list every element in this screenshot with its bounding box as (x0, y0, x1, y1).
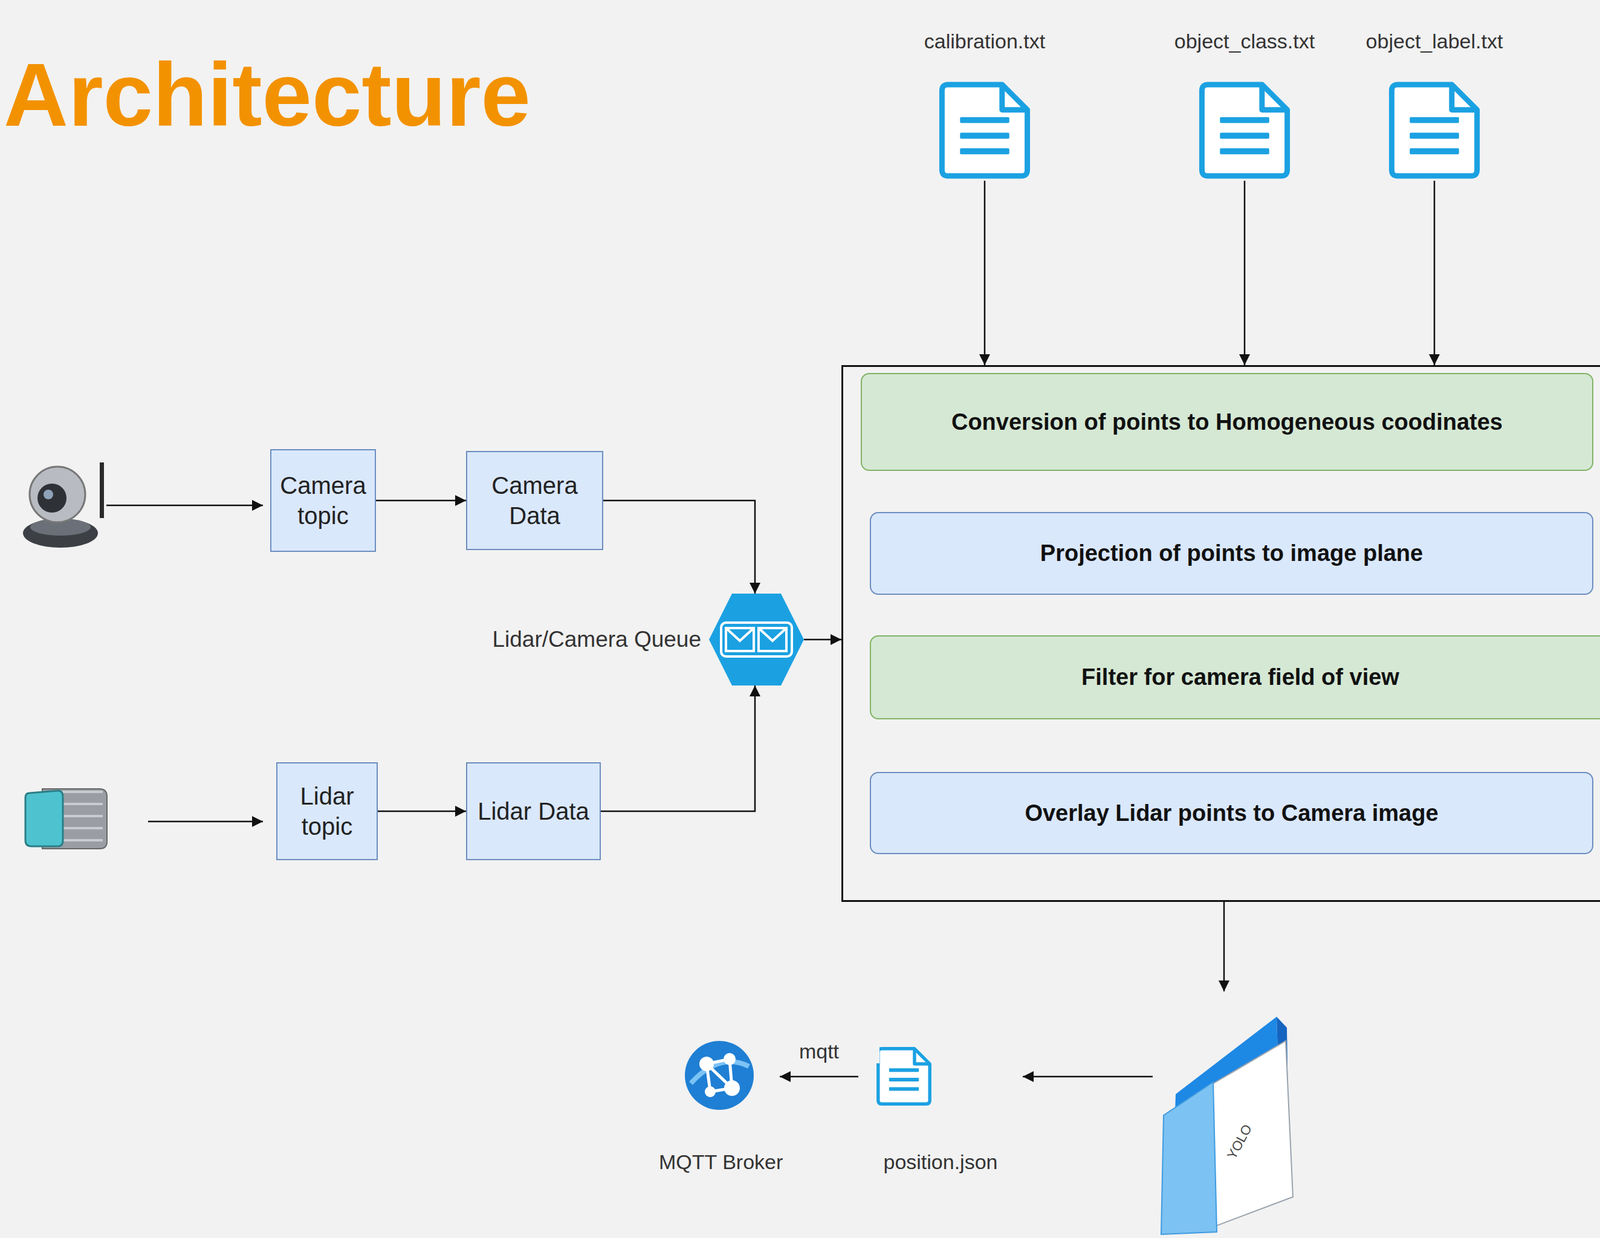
node-label: MQTT Broker (658, 1149, 780, 1174)
camera-icon (22, 462, 104, 548)
envelope (758, 628, 787, 652)
node-label: Conversion of points to Homogeneous cood… (951, 409, 1503, 436)
broker-node (723, 1052, 736, 1066)
connector (1243, 180, 1246, 366)
lidar-window (25, 790, 63, 847)
node-label: Filter for camera field of view (1081, 664, 1400, 691)
node-label: Lidar Data (477, 796, 590, 827)
broker-node (699, 1056, 714, 1072)
connector (984, 180, 986, 366)
envelope-flap (725, 628, 754, 641)
node-label: Camera topic (277, 470, 369, 531)
diagram-title: Architecture (3, 50, 531, 140)
camera-head (29, 466, 86, 523)
envelope (725, 628, 754, 652)
node-label: position.json (858, 1149, 1023, 1174)
document-line (959, 117, 1010, 124)
processing-container: Conversion of points to Homogeneous cood… (841, 365, 1600, 902)
document-line (959, 132, 1010, 139)
document-line (1219, 148, 1270, 155)
camera-lens (37, 483, 67, 513)
document-line (1409, 117, 1460, 124)
envelope-flap (758, 628, 787, 641)
queue-frame (721, 622, 792, 657)
document-line (1219, 132, 1270, 139)
document-line (959, 148, 1010, 155)
hexagon-shape (709, 593, 804, 686)
broker-disc (684, 1040, 754, 1110)
output-file: position.json (858, 1045, 1023, 1176)
lidar-ribs (60, 791, 103, 841)
data-box: Camera Data (466, 450, 604, 551)
document-line (1409, 132, 1460, 139)
connector (600, 685, 755, 812)
config-file: object_class.txt (1153, 29, 1336, 181)
document-fold (1451, 84, 1478, 111)
connector (377, 810, 467, 813)
document-fold (1262, 84, 1288, 111)
lidar-icon (25, 788, 107, 849)
connector (1433, 180, 1436, 366)
document-line (1409, 148, 1460, 155)
connector (1223, 901, 1226, 992)
queue-hexagon (709, 593, 804, 686)
process-band: Overlay Lidar points to Camera image (869, 771, 1594, 855)
data-box: Lidar Data (466, 762, 601, 861)
broker-node (724, 1080, 740, 1096)
lidar-feed-wire (148, 820, 263, 823)
document-fold (914, 1048, 930, 1064)
document-line (889, 1087, 919, 1092)
connector (603, 500, 755, 594)
document-fold (1002, 84, 1028, 111)
process-band: Projection of points to image plane (869, 511, 1594, 595)
document-outline (878, 1048, 930, 1104)
config-file: object_label.txt (1343, 29, 1526, 181)
broker-icon (683, 1039, 755, 1111)
camera-antenna (99, 462, 104, 519)
camera-lens-glint (43, 489, 54, 500)
document-line (1219, 117, 1270, 124)
node-label: Lidar topic (283, 780, 371, 842)
node-label: Overlay Lidar points to Camera image (1024, 800, 1439, 827)
node-label: Lidar/Camera Queue (468, 593, 702, 686)
topic-box: Lidar topic (276, 762, 378, 861)
connector (1022, 1075, 1153, 1078)
config-file: calibration.txt (893, 29, 1076, 181)
node-label: object_label.txt (1343, 29, 1526, 54)
node-label: object_class.txt (1153, 29, 1336, 54)
process-band: Filter for camera field of view (869, 635, 1600, 720)
camera-feed-wire (106, 504, 263, 507)
yolo-model-folder: YOLO (1152, 991, 1298, 1237)
connector (803, 638, 842, 641)
document-line (889, 1068, 919, 1072)
topic-box: Camera topic (270, 449, 376, 552)
edge-label: mqtt (758, 1039, 880, 1064)
queue-node: Lidar/Camera Queue (468, 593, 804, 686)
node-label: Camera Data (473, 470, 596, 531)
document-outline (1201, 84, 1287, 176)
broker-node (704, 1086, 716, 1098)
document-icon (869, 1045, 939, 1107)
document-icon (1386, 79, 1483, 181)
document-outline (941, 84, 1027, 176)
connector (779, 1075, 859, 1078)
document-icon (936, 79, 1033, 181)
process-band: Conversion of points to Homogeneous cood… (860, 372, 1594, 471)
folder-front (1161, 1081, 1217, 1235)
document-outline (1391, 84, 1477, 176)
document-line (889, 1077, 919, 1082)
document-icon (1196, 79, 1293, 181)
folder-icon (1152, 991, 1298, 1237)
connector (375, 499, 467, 502)
node-label: calibration.txt (893, 29, 1076, 54)
node-label: Projection of points to image plane (1040, 540, 1423, 567)
